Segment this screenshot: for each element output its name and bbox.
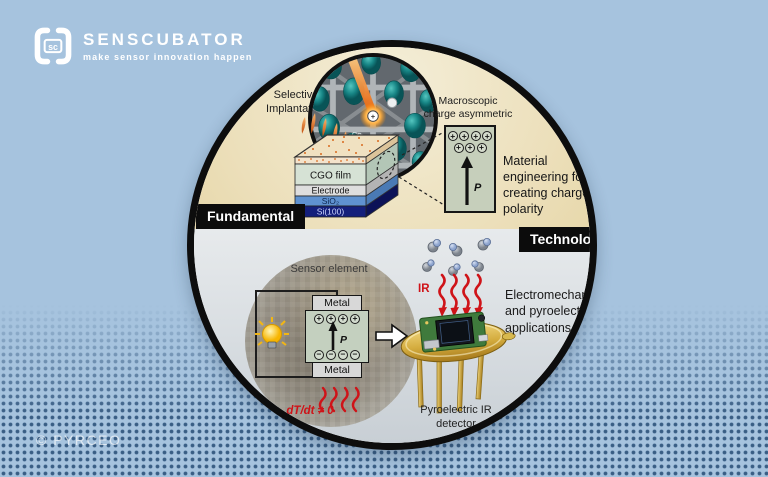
ion-beam [346,57,377,116]
minus-charge-icon: − [314,349,324,360]
interstitial-atom [386,97,398,108]
plus-charge-icon: + [326,313,336,324]
brand-tagline: make sensor innovation happen [83,52,253,62]
plus-charge-icon: + [459,131,470,141]
plus-charge-icon: + [482,131,493,141]
ir-label: IR [418,283,430,295]
top-electrode: Metal [312,295,362,311]
plus-charge-icon: + [338,313,348,324]
applications-text: Electromechanical and pyroelectric appli… [505,288,597,335]
positive-charge-row-2: + + + [453,142,487,153]
senscubator-logo-icon: sc [34,27,72,65]
layer-electrode-label: Electrode [311,186,349,196]
plus-charge-icon: + [447,131,458,141]
layer-cgo-label: CGO film [310,171,351,182]
polarization-arrow: P [328,321,348,350]
plus-charge-icon: + [470,131,481,141]
material-engineering-text: Material engineering for creating charge… [503,154,590,216]
minus-charge-icon: − [338,349,348,360]
plus-charge-icon: + [465,142,475,153]
polarization-p-label: P [474,182,482,194]
plus-charge-icon: + [350,313,360,324]
plus-charge-icon: + [314,313,324,324]
lightbulb-icon [255,317,289,349]
macroscopic-charge-label: Macroscopic charge asymmetric [423,95,513,121]
polarization-arrow: P [461,155,482,205]
right-block-arrow-icon [375,323,409,349]
minus-charge-icon: − [326,349,336,360]
layer-sio2-label: SiO₂ [322,196,339,206]
plus-charge-icon: + [453,142,464,153]
sensor-element-label: Sensor element [290,263,368,275]
detector-label: Pyroelectric IR detector [420,404,492,431]
plus-charge-icon: + [476,142,487,153]
brand-name: SENSCUBATOR [83,30,246,49]
heat-condition-label: dT/dt ≠ 0 [286,405,334,417]
heat-waves-icon [318,386,360,413]
charge-asymmetry-box: + + + + + + + P [444,125,496,213]
venn-circle: Selective Implantation + [187,40,597,450]
sensor-element-stack: Metal + + + + P − − − − Metal [305,295,369,378]
polarization-p-label: P [340,334,348,346]
ir-detector-graphic [400,311,516,414]
bottom-electrode: Metal [312,362,362,378]
fundamental-tag: Fundamental [196,204,306,229]
technology-tag: Technology [519,227,590,252]
watermark: © PYRCEO [36,432,122,448]
zoom-ellipse [376,150,396,180]
positive-charges-row: + + + + [314,311,360,326]
logo-sc-text: sc [48,42,58,52]
negative-charges-row: − − − − [314,347,360,362]
layer-si-label: Si(100) [317,207,345,217]
brand-text: SENSCUBATOR make sensor innovation happe… [83,30,252,62]
positive-charge-row-1: + + + + [447,131,493,141]
gas-molecules-icon [422,238,491,276]
minus-charge-icon: − [350,349,360,360]
brand-logo: sc SENSCUBATOR make sensor innovation ha… [33,26,252,66]
vacancy-symbol: + [371,112,376,121]
ir-radiation-arrows [438,273,483,317]
pyroelectric-layer: + + + + P − − − − [305,310,369,363]
film-stack-graphic: CGO film Electrode SiO₂ Si(100) [293,131,445,218]
